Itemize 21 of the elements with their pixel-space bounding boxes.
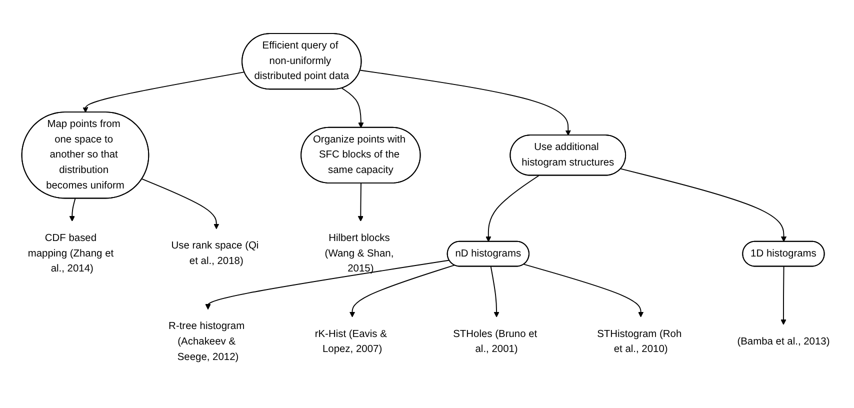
arrow [358, 182, 364, 222]
arrow [620, 168, 787, 242]
node-text: Use rank space (Qi et al., 2018) [171, 240, 259, 267]
node-text: STHoles (Bruno et al., 2001) [453, 328, 538, 355]
node-text: R-tree histogram (Achakeev & Seege, 2012) [168, 320, 245, 362]
node-text: CDF based mapping (Zhang et al., 2014) [28, 232, 114, 274]
arrow [142, 178, 220, 230]
arrow [341, 88, 364, 128]
node-text: (Bamba et al., 2013) [737, 336, 830, 347]
node-text: rK-Hist (Eavis & Lopez, 2007) [314, 328, 387, 355]
arrow [69, 198, 76, 222]
arrow [82, 72, 245, 113]
node-text: STHistogram (Roh et al., 2010) [597, 328, 682, 355]
arrow [349, 264, 455, 318]
arrow [360, 70, 571, 136]
arrow [780, 266, 786, 325]
node-text: Hilbert blocks (Wang & Shan, 2015) [324, 232, 394, 274]
arrow [205, 260, 450, 310]
arrow [523, 264, 644, 318]
arrow [486, 175, 540, 242]
arrow [490, 266, 500, 318]
